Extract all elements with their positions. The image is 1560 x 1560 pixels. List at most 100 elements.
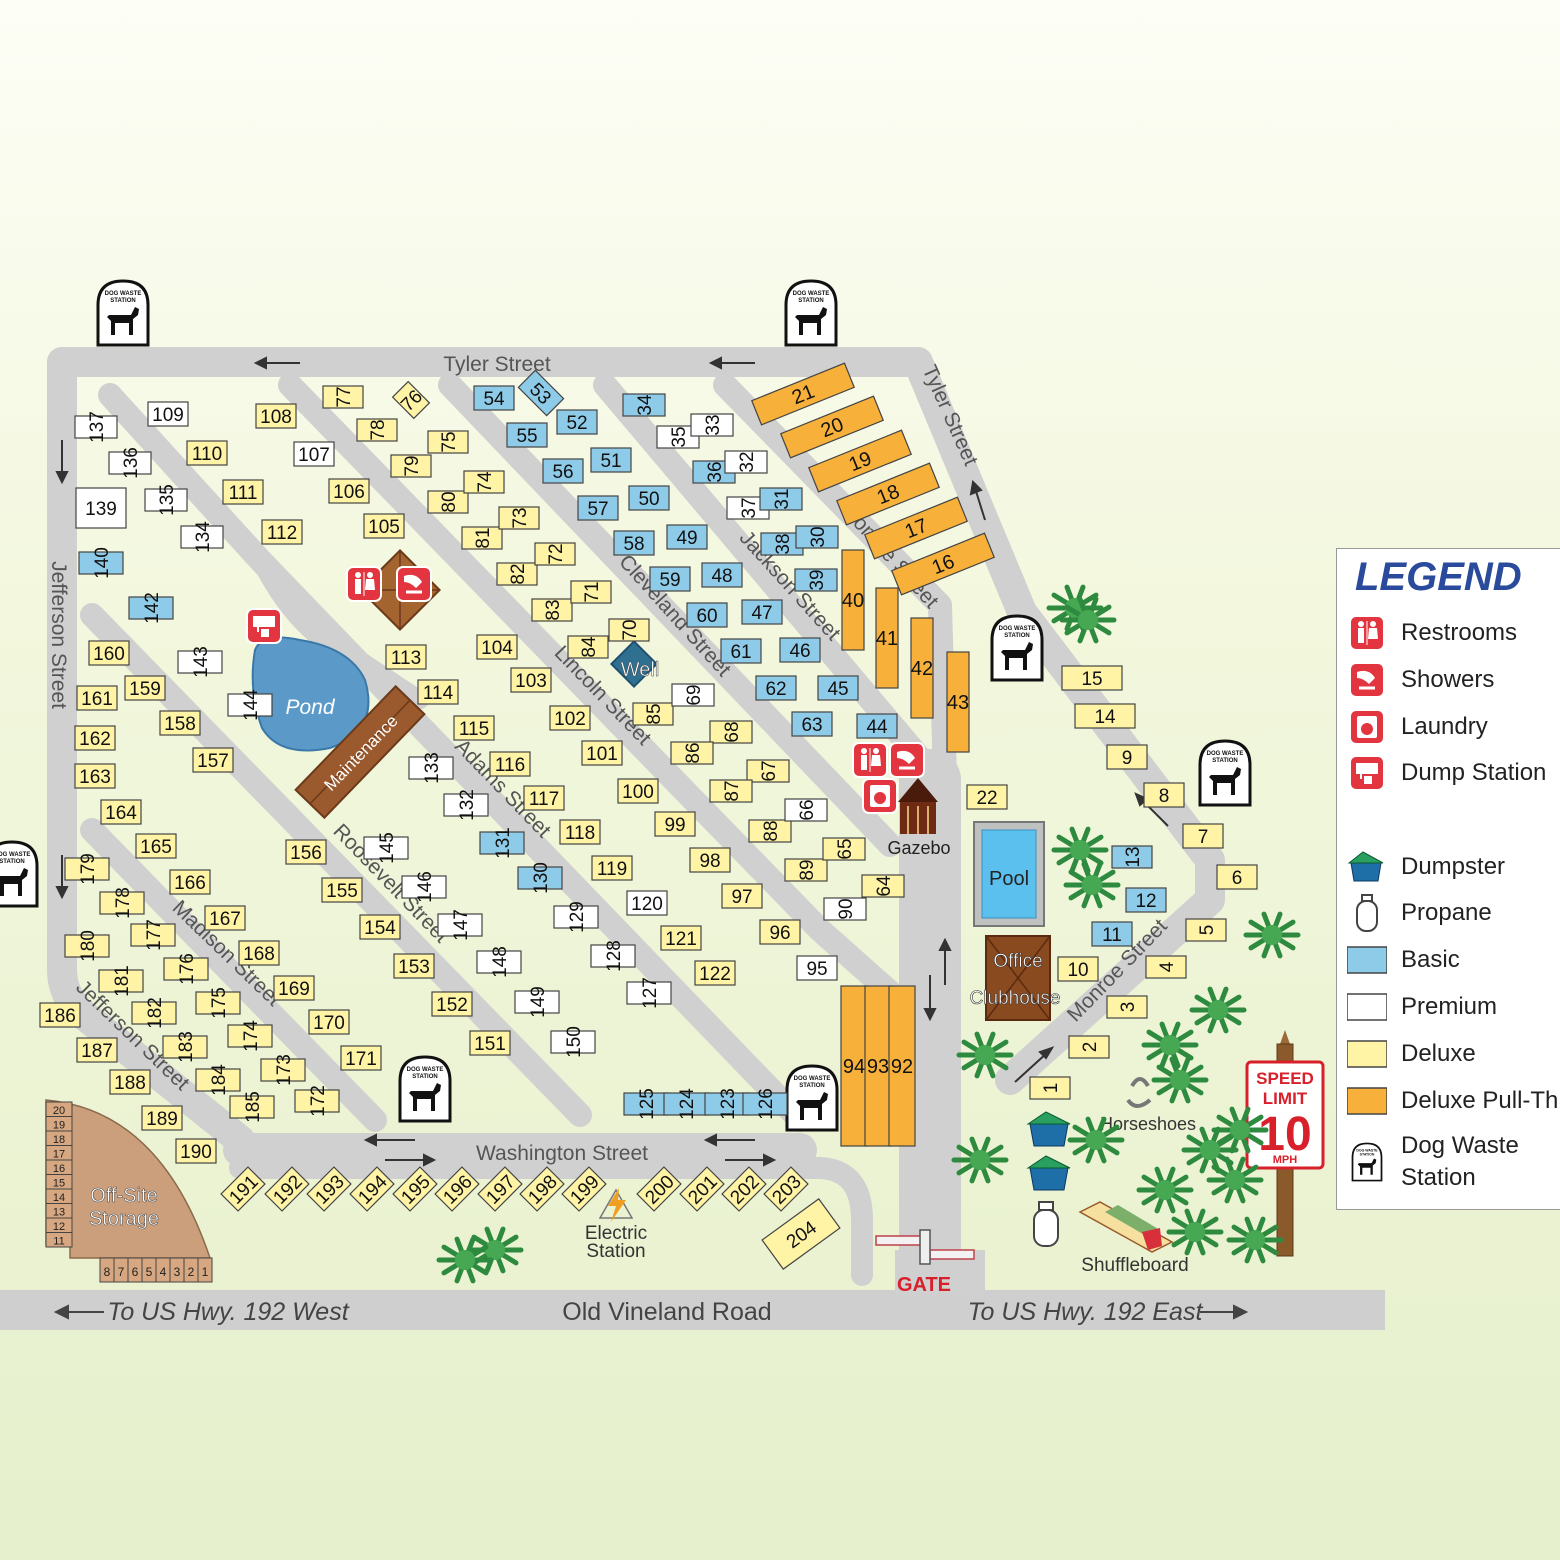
campsite[interactable]: 114 [417,679,459,705]
campsite[interactable]: 85 [632,702,674,726]
campsite[interactable]: 82 [496,562,538,586]
campsite[interactable]: 38 [760,532,804,556]
campsite[interactable]: 182 [131,997,177,1029]
campsite[interactable]: 95 [796,955,838,981]
campsite[interactable]: 100 [617,778,659,804]
campsite[interactable]: 17 [863,496,969,560]
campsite[interactable]: 30 [795,525,839,549]
campsite[interactable]: 140 [78,547,124,579]
campsite[interactable]: 14 [1074,703,1136,729]
campsite[interactable]: 32 [724,450,768,474]
campsite[interactable]: 104 [476,634,518,660]
campsite[interactable]: 18 [835,462,941,526]
campsite[interactable]: 120 [626,890,668,916]
campsite[interactable]: 5 [1185,918,1227,942]
campsite[interactable]: 79 [390,454,432,478]
campsite[interactable]: 157 [192,747,234,773]
campsite[interactable]: 88 [748,819,792,843]
campsite[interactable]: 72 [534,542,576,566]
campsite[interactable]: 101 [581,740,623,766]
campsite[interactable]: 105 [363,513,405,539]
campsite[interactable]: 172 [294,1085,340,1117]
campsite[interactable]: 70 [608,618,650,642]
campsite[interactable]: 98 [689,847,731,873]
campsite[interactable]: 146 [401,871,447,903]
campsite[interactable]: 137 [74,411,118,443]
campsite[interactable]: 200 [636,1166,682,1212]
campsite[interactable]: 154 [359,914,401,940]
campsite[interactable]: 43 [946,651,970,753]
campsite[interactable]: 93 [864,985,892,1147]
campsite[interactable]: 7 [1182,823,1224,849]
campsite[interactable]: 54 [473,385,515,411]
campsite[interactable]: 113 [385,644,427,670]
campsite[interactable]: 47 [741,599,783,625]
campsite[interactable]: 21 [750,362,856,426]
campsite[interactable]: 61 [720,638,762,664]
campsite[interactable]: 75 [427,430,469,454]
campsite[interactable]: 171 [340,1045,382,1071]
campsite[interactable]: 55 [506,422,548,448]
campsite[interactable]: 4 [1145,955,1187,979]
campsite[interactable]: 67 [746,759,790,783]
campsite[interactable]: 84 [567,635,609,659]
campsite[interactable]: 164 [100,799,142,825]
campsite[interactable]: 165 [135,833,177,859]
campsite[interactable]: 151 [469,1030,511,1056]
campsite[interactable]: 49 [666,524,708,550]
campsite[interactable]: 184 [195,1064,241,1096]
campsite[interactable]: 189 [141,1105,183,1131]
campsite[interactable]: 22 [966,784,1008,810]
campsite[interactable]: 158 [159,710,201,736]
campsite[interactable]: 119 [591,855,633,881]
campsite[interactable]: 39 [794,568,838,592]
campsite[interactable]: 127 [626,977,672,1009]
campsite[interactable]: 160 [88,640,130,666]
campsite[interactable]: 162 [74,725,116,751]
campsite[interactable]: 129 [553,901,599,933]
campsite[interactable]: 87 [709,779,753,803]
campsite[interactable]: 177 [130,919,176,951]
campsite[interactable]: 179 [64,853,110,885]
campsite[interactable]: 94 [840,985,868,1147]
campsite[interactable]: 46 [779,637,821,663]
campsite[interactable]: 51 [590,447,632,473]
campsite[interactable]: 74 [463,470,505,494]
campsite[interactable]: 128 [590,940,636,972]
campsite[interactable]: 126 [742,1088,788,1120]
campsite[interactable]: 62 [755,675,797,701]
campsite[interactable]: 68 [709,720,753,744]
campsite[interactable]: 108 [255,403,297,429]
campsite[interactable]: 35 [656,425,700,449]
campsite[interactable]: 99 [654,811,696,837]
campsite[interactable]: 65 [822,837,866,861]
campsite[interactable]: 107 [293,441,335,467]
campsite[interactable]: 181 [98,965,144,997]
campsite[interactable]: 115 [453,715,495,741]
campsite[interactable]: 188 [109,1069,151,1095]
campsite[interactable]: 78 [356,418,398,442]
campsite[interactable]: 175 [195,987,241,1019]
campsite[interactable]: 131 [479,827,525,859]
campsite[interactable]: 80 [427,490,469,514]
campsite[interactable]: 148 [476,946,522,978]
campsite[interactable]: 153 [393,953,435,979]
campsite[interactable]: 10 [1057,956,1099,982]
campsite[interactable]: 52 [556,409,598,435]
campsite[interactable]: 63 [791,711,833,737]
campsite[interactable]: 2 [1068,1035,1110,1059]
campsite[interactable]: 83 [531,598,573,622]
campsite[interactable]: 169 [273,975,315,1001]
campsite[interactable]: 186 [39,1002,81,1028]
campsite[interactable]: 56 [542,458,584,484]
campsite[interactable]: 110 [186,440,228,466]
campsite[interactable]: 144 [227,689,273,721]
campsite[interactable]: 73 [498,506,540,530]
campsite[interactable]: 64 [861,874,905,898]
campsite[interactable]: 167 [204,905,246,931]
campsite[interactable]: 8 [1143,782,1185,808]
campsite[interactable]: 168 [238,940,280,966]
campsite[interactable]: 136 [108,447,152,479]
campsite[interactable]: 190 [175,1138,217,1164]
campsite[interactable]: 13 [1111,845,1153,869]
